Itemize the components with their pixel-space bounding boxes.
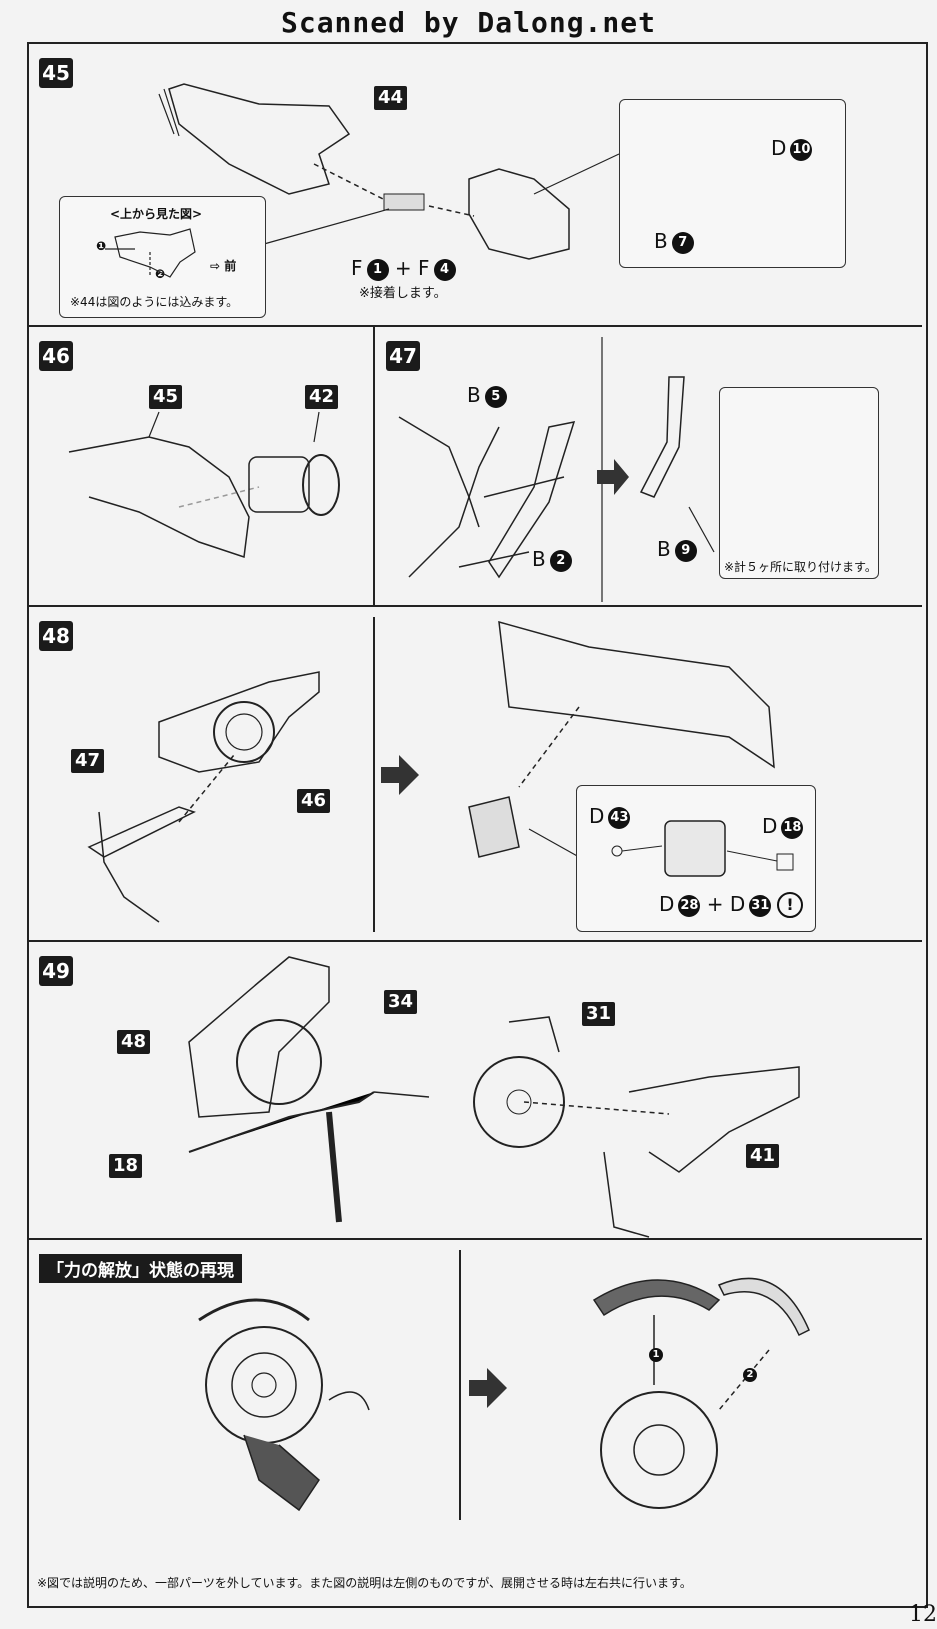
b7-d10-detail-box bbox=[619, 99, 846, 268]
part-b-letter: B bbox=[467, 383, 481, 407]
part-b5-number: 5 bbox=[484, 385, 507, 408]
inset-note: ※44は図のようには込みます。 bbox=[70, 295, 239, 309]
part-d-letter: D bbox=[589, 804, 605, 828]
part-f-letter-2: F bbox=[418, 256, 430, 280]
divider-48 bbox=[373, 617, 375, 932]
inset-drawing bbox=[105, 228, 196, 278]
part-d10-number: 10 bbox=[790, 138, 813, 161]
step-49-badge: 49 bbox=[39, 956, 73, 986]
divider-power-release bbox=[459, 1250, 461, 1520]
power-release-section: 「力の解放」状態の再現 1 2 ※図では説明のため、一部パーツを外しています。ま… bbox=[29, 1240, 922, 1604]
plus-sign: + bbox=[706, 892, 724, 916]
plus-sign: + bbox=[394, 256, 412, 280]
top-view-inset: <上から見た図> ❶ ❷ ⇨ 前 ※44は図のようには込みます。 bbox=[59, 196, 266, 318]
step-45-section: 45 44 <上から見た図> ❶ ❷ ⇨ 前 ※44は図のように bbox=[29, 44, 922, 327]
part-42-tag: 42 bbox=[305, 385, 339, 409]
top-view-title: <上から見た図> bbox=[110, 207, 203, 221]
release-step-2-callout: 2 bbox=[743, 1368, 757, 1382]
attach-5-places-note: ※計５ヶ所に取り付けます。 bbox=[724, 560, 877, 574]
part-46-tag: 46 bbox=[297, 789, 331, 813]
part-d-letter: D bbox=[771, 136, 787, 160]
part-b9-number: 9 bbox=[674, 539, 697, 562]
part-18-tag: 18 bbox=[109, 1154, 143, 1178]
part-d43-number: 43 bbox=[608, 806, 631, 829]
part-b-letter: B bbox=[654, 229, 668, 253]
part-47-tag: 47 bbox=[71, 749, 105, 773]
glue-note: ※接着します。 bbox=[359, 286, 447, 301]
b9-note-box: ※計５ヶ所に取り付けます。 bbox=[719, 387, 879, 579]
part-48-tag: 48 bbox=[117, 1030, 151, 1054]
part-f4-number: 4 bbox=[433, 258, 456, 281]
step-48-badge: 48 bbox=[39, 621, 73, 651]
step-49-section: 49 48 34 31 18 41 bbox=[29, 942, 922, 1240]
part-d31-number: 31 bbox=[749, 894, 772, 917]
part-b-letter: B bbox=[532, 547, 546, 571]
part-d-letter: D bbox=[659, 892, 675, 916]
inset-callout-2: ❷ bbox=[155, 267, 166, 281]
part-b-letter: B bbox=[657, 537, 671, 561]
part-31-tag: 31 bbox=[582, 1002, 616, 1026]
step-47-badge: 47 bbox=[386, 341, 420, 371]
part-b7-number: 7 bbox=[671, 231, 694, 254]
front-direction-label: ⇨ 前 bbox=[210, 259, 237, 273]
part-d18-number: 18 bbox=[781, 816, 804, 839]
part-44-tag: 44 bbox=[374, 86, 408, 110]
step-46-badge: 46 bbox=[39, 341, 73, 371]
inset-callout-1: ❶ bbox=[96, 239, 107, 253]
step-45-badge: 45 bbox=[39, 58, 73, 88]
removed-parts-footnote: ※図では説明のため、一部パーツを外しています。また図の説明は左側のものですが、展… bbox=[37, 1576, 692, 1590]
part-45-tag: 45 bbox=[149, 385, 183, 409]
release-step-1-callout: 1 bbox=[649, 1348, 663, 1362]
power-release-illustration bbox=[198, 1277, 810, 1512]
part-f1-number: 1 bbox=[366, 258, 389, 281]
part-34-tag: 34 bbox=[384, 990, 418, 1014]
part-f-letter: F bbox=[351, 256, 363, 280]
part-41-tag: 41 bbox=[746, 1144, 780, 1168]
part-b2-number: 2 bbox=[549, 549, 572, 572]
power-release-title: 「力の解放」状態の再現 bbox=[39, 1254, 242, 1283]
step-48-illustration bbox=[87, 620, 775, 923]
part-d28-number: 28 bbox=[678, 894, 701, 917]
part-d-letter: D bbox=[762, 814, 778, 838]
d-parts-drawing bbox=[611, 820, 794, 877]
warning-icon: ! bbox=[777, 892, 803, 918]
scan-credit-header: Scanned by Dalong.net bbox=[280, 6, 656, 39]
step-49-illustration bbox=[188, 956, 800, 1238]
page-number: 12 bbox=[909, 1602, 937, 1627]
part-d-letter-2: D bbox=[729, 892, 746, 916]
instruction-frame: 45 44 <上から見た図> ❶ ❷ ⇨ 前 ※44は図のように bbox=[27, 42, 928, 1608]
divider-46-47 bbox=[373, 327, 375, 605]
step-46-47-illustration bbox=[68, 337, 860, 602]
